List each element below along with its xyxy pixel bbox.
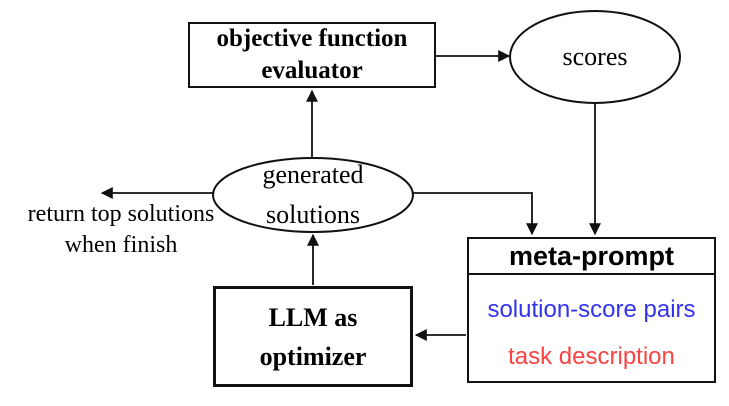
scores-node: scores <box>510 44 680 70</box>
generated-label-line1: generated <box>262 160 364 189</box>
evaluator-label-line2: evaluator <box>261 57 363 84</box>
meta-prompt-item-solution-score-pairs: solution-score pairs <box>487 296 696 323</box>
evaluator-label-line1: objective function <box>216 25 408 52</box>
llm-label-line2: optimizer <box>259 341 367 371</box>
generated-solutions-ellipse <box>212 157 414 233</box>
meta-prompt-title: meta-prompt <box>469 239 714 275</box>
generated-solutions-node: generated solutions <box>213 155 413 235</box>
meta-prompt-item-task-description: task description <box>508 343 675 370</box>
objective-function-evaluator-node: objective function evaluator <box>188 22 436 88</box>
scores-ellipse <box>509 10 681 104</box>
return-note-line1: return top solutions <box>27 201 215 227</box>
meta-prompt-node: meta-prompt solution-score pairs task de… <box>467 237 716 383</box>
return-note: return top solutions when finish <box>5 199 237 261</box>
return-note-line2: when finish <box>64 232 178 258</box>
llm-as-optimizer-node: LLM as optimizer <box>213 286 413 387</box>
generated-label-line2: solutions <box>266 200 360 229</box>
llm-label-line1: LLM as <box>268 302 358 332</box>
scores-label-text: scores <box>562 42 628 71</box>
edge-generated-to-meta <box>413 192 538 236</box>
